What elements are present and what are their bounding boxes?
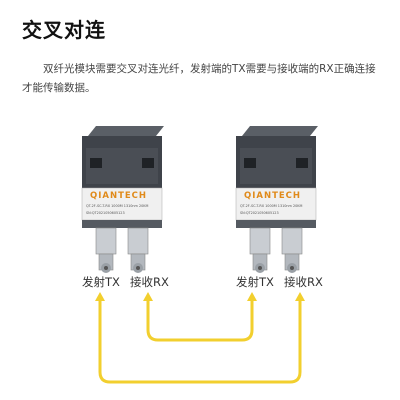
arrow-right-tx-up-icon [247,292,257,301]
left-tx-label: 发射TX [82,275,120,289]
module-model-label: QT-2F-SC-T-RX 1000M 1310nm 20KM [240,204,303,208]
optical-module-right: QIANTECH QT-2F-SC-T-RX 1000M 1310nm 20KM… [230,118,322,288]
module-serial-label: SN:QT2021050605123 [240,211,279,215]
left-rx-label: 接收RX [130,275,169,289]
optical-module-right-drawing [235,126,318,273]
module-serial-label: SN:QT2021050605123 [86,211,125,215]
optical-module-left-drawing [81,126,164,273]
optical-module-left: QIANTECH QT-2F-SC-T-RX 1000M 1310nm 20KM… [76,118,168,288]
module-brand-label: QIANTECH [90,191,148,201]
arrow-right-rx-up-icon [295,292,305,301]
module-model-label: QT-2F-SC-T-RX 1000M 1310nm 20KM [86,204,149,208]
arrow-left-tx-up-icon [95,292,105,301]
module-brand-label: QIANTECH [244,191,302,201]
right-rx-label: 接收RX [284,275,323,289]
connection-left-rx-to-right-tx [146,294,254,342]
right-tx-label: 发射TX [236,275,274,289]
connection-left-tx-to-right-rx [98,294,302,384]
description-text: 双纤光模块需要交叉对连光纤，发射端的TX需要与接收端的RX正确连接才能传输数据。 [22,63,376,94]
page-title: 交叉对连 [22,18,106,42]
arrow-left-rx-up-icon [143,292,153,301]
description: 双纤光模块需要交叉对连光纤，发射端的TX需要与接收端的RX正确连接才能传输数据。 [22,60,382,98]
